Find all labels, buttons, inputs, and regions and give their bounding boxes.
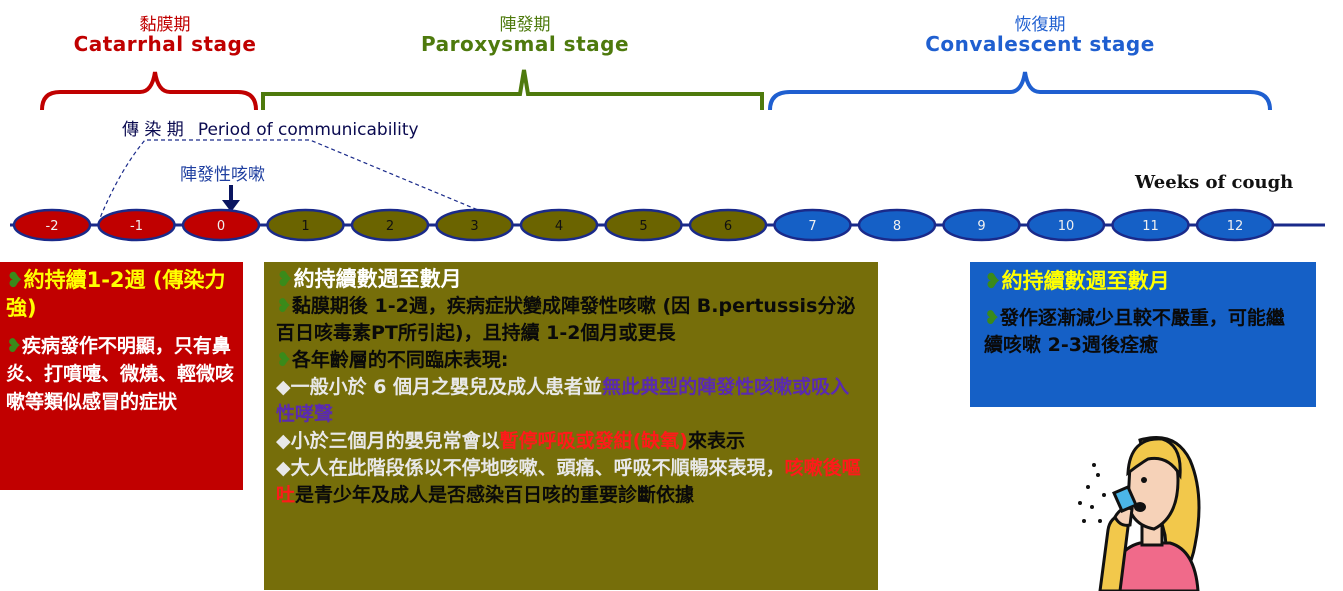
leaf-bullet-icon: ❥	[6, 335, 22, 357]
week-label: 9	[977, 219, 985, 234]
convalescent-description: 發作逐漸減少且較不嚴重，可能繼續咳嗽 2-3週後痊癒	[984, 307, 1285, 356]
infant-adult-highlight: 無此典型的陣發性咳嗽或吸入性哮聲	[276, 376, 850, 425]
coughing-woman-icon	[1078, 436, 1201, 591]
communicability-label: 傳 染 期 Period of communicability	[122, 115, 433, 140]
catarrhal-stage-zh: 黏膜期	[139, 15, 191, 35]
adult-text-end: 是青少年及成人是否感染百日咳的重要診斷依據	[295, 484, 695, 506]
young-infant-text-end: 來表示	[688, 430, 746, 452]
week-node	[857, 208, 937, 242]
paroxysmal-description: 黏膜期後 1-2週，疾病症狀變成陣發性咳嗽 (因 B.pertussis分泌百日…	[276, 295, 856, 344]
week-node	[942, 208, 1021, 242]
paroxysmal-cough-label: 陣發性咳嗽	[180, 165, 265, 185]
adult-text: ◆大人在此階段係以不停地咳嗽、頭痛、呼吸不順暢來表現，	[276, 457, 785, 479]
week-node	[773, 208, 852, 242]
paroxysmal-info-box: ❥約持續數週至數月 ❥黏膜期後 1-2週，疾病症狀變成陣發性咳嗽 (因 B.pe…	[264, 262, 878, 590]
young-infant-text: ◆小於三個月的嬰兒常會以	[276, 430, 500, 452]
week-node	[604, 208, 683, 242]
arrow-icon	[222, 200, 240, 212]
week-label: 1	[301, 219, 309, 234]
leaf-bullet-icon: ❥	[984, 307, 1000, 329]
week-label: 12	[1227, 219, 1244, 234]
paroxysmal-stage-zh: 陣發期	[499, 15, 551, 35]
convalescent-stage-en: Convalescent stage	[925, 32, 1155, 56]
leaf-bullet-icon: ❥	[984, 269, 1002, 293]
communicability-dashed-right	[228, 139, 491, 216]
week-node	[1195, 208, 1275, 242]
paroxysmal-duration: 約持續數週至數月	[293, 267, 462, 291]
convalescent-stage-zh: 恢復期	[1014, 15, 1066, 35]
week-label: 5	[639, 219, 647, 234]
week-label: -1	[130, 219, 143, 234]
leaf-bullet-icon: ❥	[276, 267, 294, 291]
age-presentation-heading: 各年齡層的不同臨床表現:	[291, 349, 509, 371]
convalescent-brace	[768, 71, 1272, 111]
week-node	[97, 208, 176, 242]
convalescent-info-box: ❥約持續數週至數月 ❥發作逐漸減少且較不嚴重，可能繼續咳嗽 2-3週後痊癒	[970, 262, 1316, 407]
paroxysmal-brace	[261, 69, 764, 110]
leaf-bullet-icon: ❥	[6, 268, 24, 292]
young-infant-highlight: 暫停呼吸或發紺(缺氧)	[499, 430, 688, 452]
leaf-bullet-icon: ❥	[276, 295, 292, 317]
catarrhal-duration: 約持續1-2週 (傳染力強)	[6, 268, 226, 320]
week-label: 6	[724, 219, 732, 234]
week-node	[266, 208, 345, 242]
weeks-of-cough-label: Weeks of cough	[1135, 172, 1294, 193]
week-label: 8	[893, 219, 901, 234]
communicability-en: Period of communicability	[197, 120, 419, 140]
convalescent-duration: 約持續數週至數月	[1001, 269, 1170, 293]
week-node	[435, 208, 514, 242]
week-label: 0	[217, 219, 225, 234]
catarrhal-symptoms: 疾病發作不明顯，只有鼻炎、打噴嚏、微燒、輕微咳嗽等類似感冒的症狀	[6, 335, 235, 413]
week-node	[688, 208, 768, 242]
week-node	[12, 208, 92, 242]
week-label: -2	[46, 219, 59, 234]
week-node	[1026, 208, 1106, 242]
week-node	[350, 208, 430, 242]
week-node	[181, 208, 261, 242]
communicability-zh: 傳 染 期	[122, 120, 184, 140]
week-label: 11	[1142, 219, 1159, 234]
communicability-dashed-left	[99, 139, 228, 219]
catarrhal-stage-en: Catarrhal stage	[73, 32, 257, 56]
week-node	[1111, 208, 1190, 242]
week-node	[519, 208, 599, 242]
week-label: 4	[555, 219, 563, 234]
infant-adult-text: ◆一般小於 6 個月之嬰兒及成人患者並	[276, 376, 603, 398]
week-label: 2	[386, 219, 394, 234]
adult-highlight: 咳嗽後嘔吐	[276, 457, 861, 506]
week-label: 7	[808, 219, 816, 234]
week-label: 10	[1058, 219, 1075, 234]
week-label: 3	[470, 219, 478, 234]
leaf-bullet-icon: ❥	[276, 349, 292, 371]
paroxysmal-stage-en: Paroxysmal stage	[420, 32, 630, 56]
catarrhal-brace	[40, 71, 258, 111]
catarrhal-info-box: ❥約持續1-2週 (傳染力強) ❥疾病發作不明顯，只有鼻炎、打噴嚏、微燒、輕微咳…	[0, 262, 243, 490]
